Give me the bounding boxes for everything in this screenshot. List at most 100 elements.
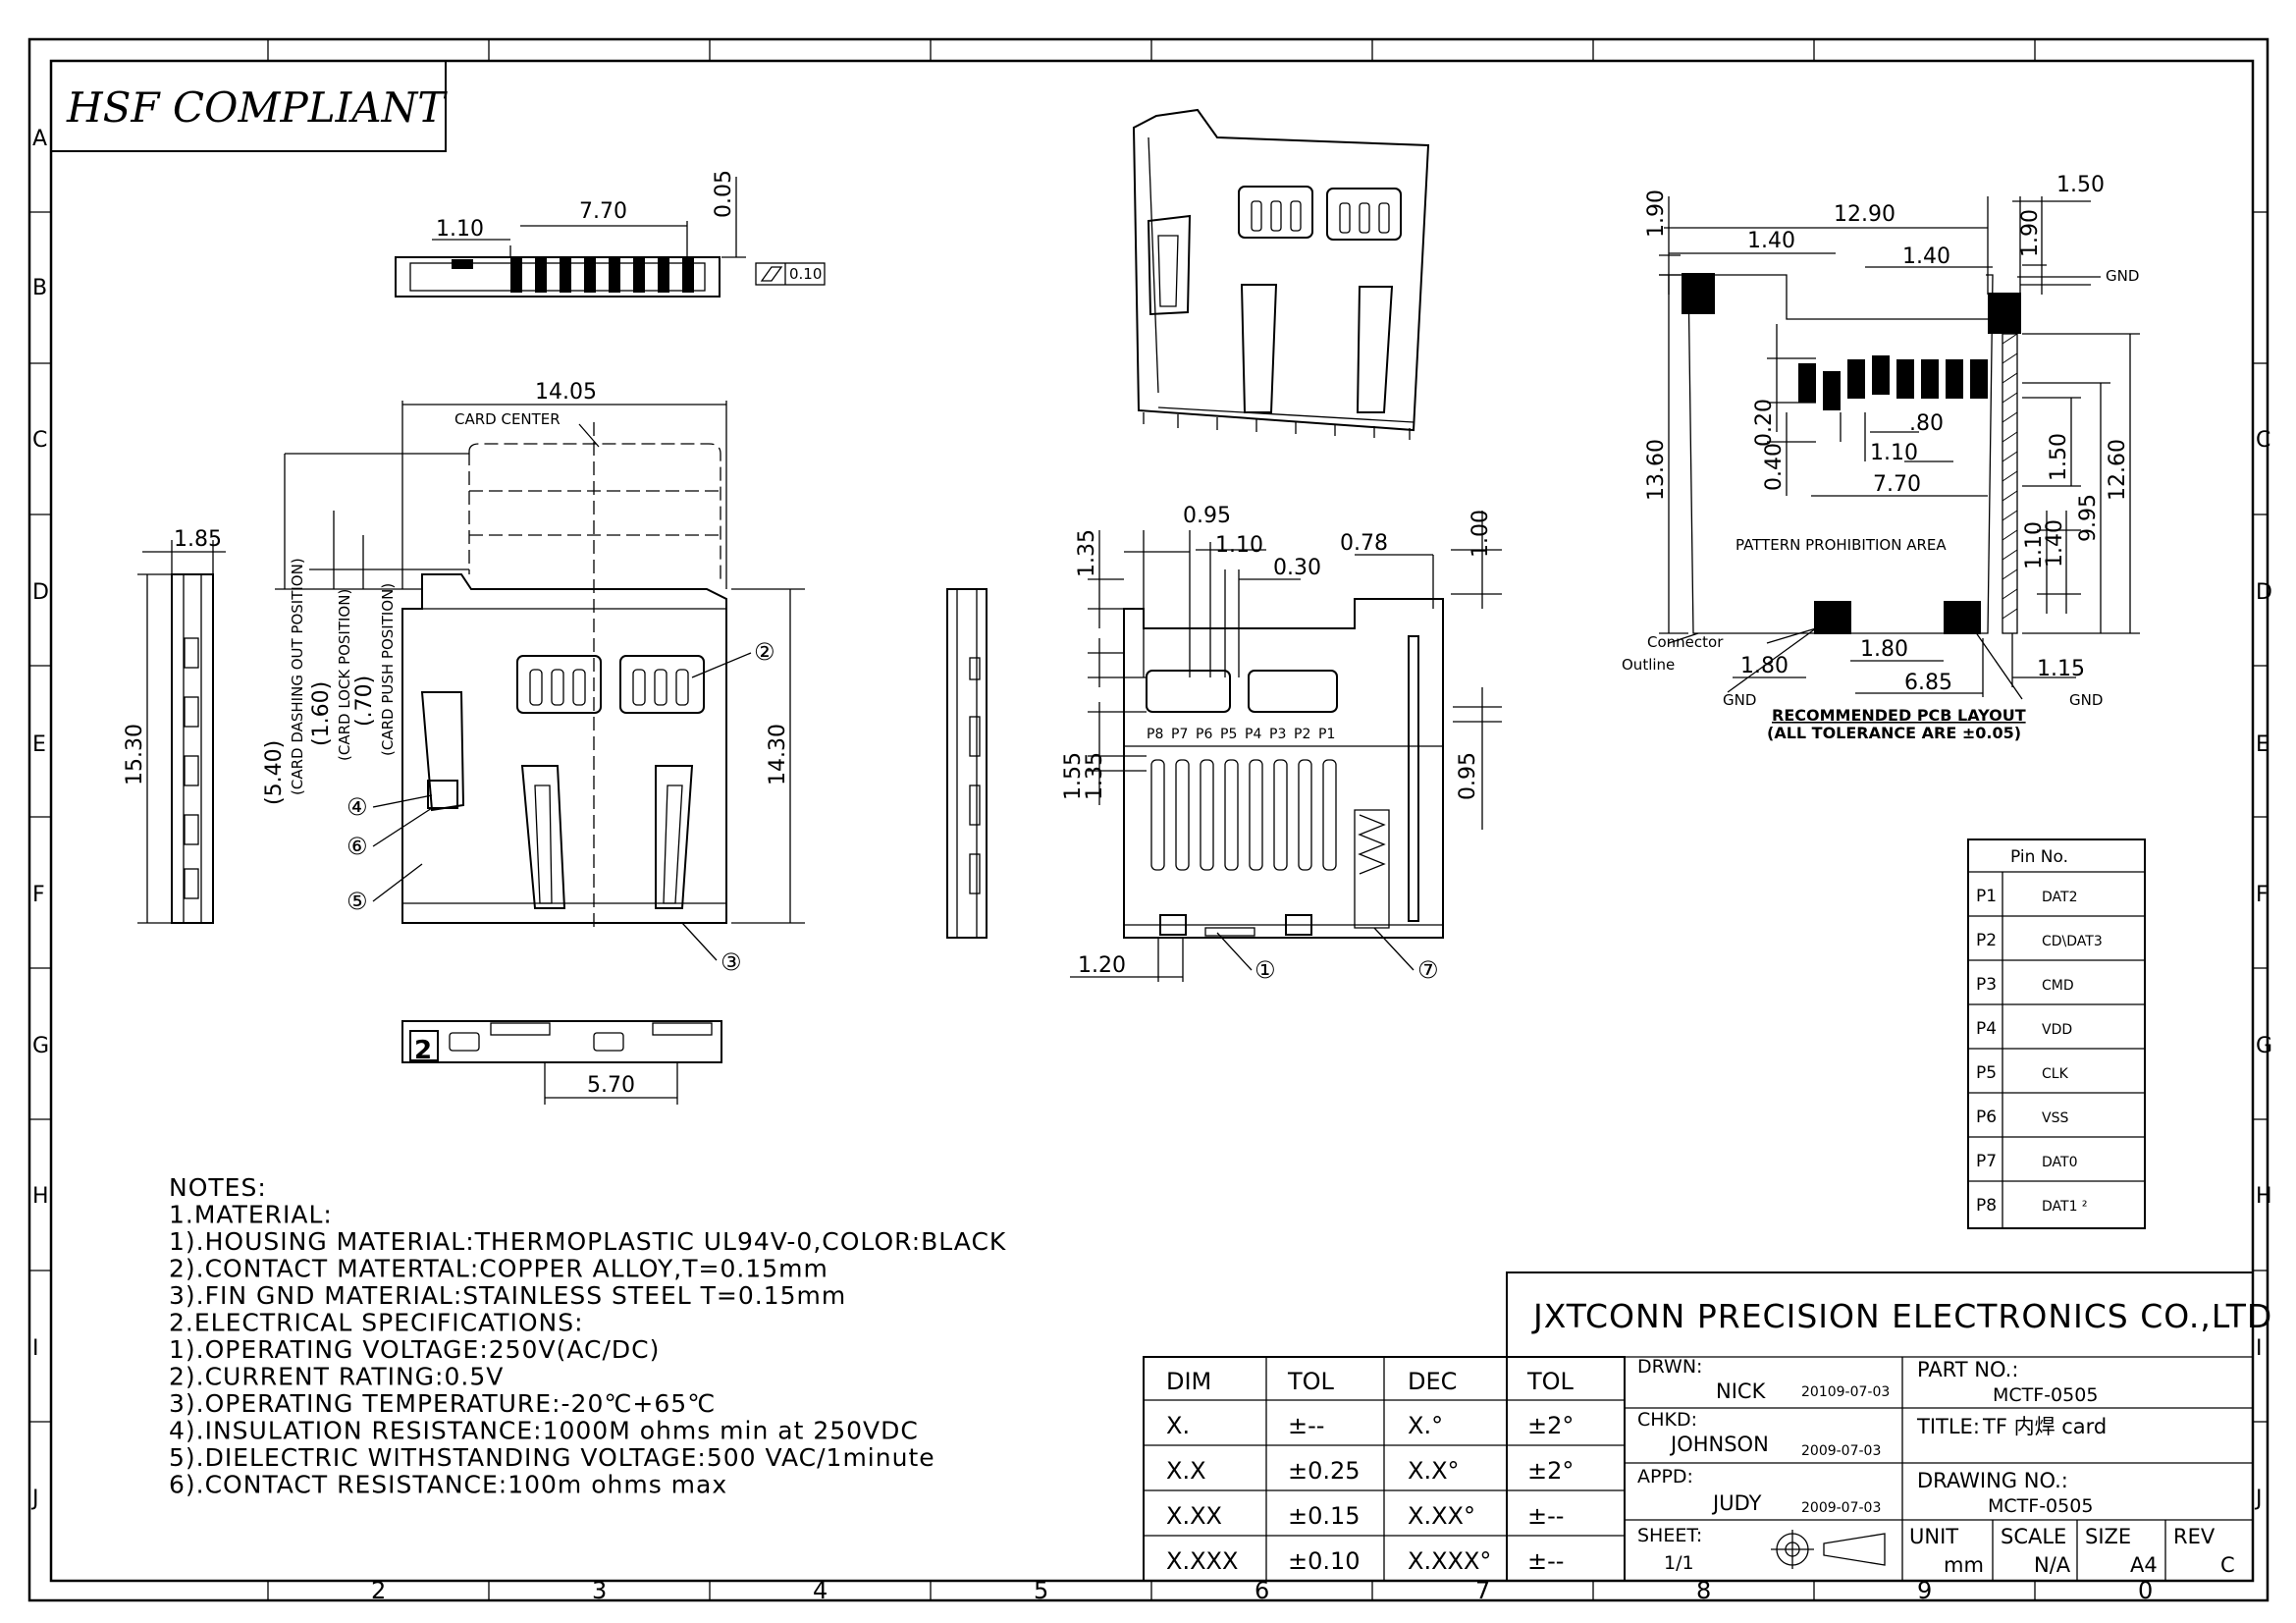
row-g-right: G — [2256, 1034, 2272, 1058]
pin-number: P1 — [1976, 887, 1997, 906]
pcb-dim-1-80b: 1.80 — [1860, 637, 1908, 662]
title-block: JXTCONN PRECISION ELECTRONICS CO.,LTD DR… — [1506, 1271, 2272, 1582]
notes: NOTES:1.MATERIAL:1).HOUSING MATERIAL:THE… — [169, 1173, 1006, 1499]
pcb-layout: 1.90 12.90 1.50 1.40 1.40 1.90 GND 13.60… — [1622, 173, 2140, 742]
pin-number: P3 — [1976, 975, 1997, 995]
row-d: D — [32, 580, 49, 605]
title-label: TITLE: — [1916, 1415, 1980, 1438]
pin-number: P2 — [1976, 931, 1997, 950]
row-b: B — [32, 276, 47, 300]
dim-7-70: 7.70 — [579, 199, 627, 224]
note-line: NOTES: — [169, 1173, 267, 1202]
appd-date: 2009-07-03 — [1801, 1500, 1881, 1516]
note-line: 3).OPERATING TEMPERATURE:-20℃+65℃ — [169, 1389, 716, 1418]
pin-function: CD\DAT3 — [2042, 934, 2103, 949]
dim-14-05: 14.05 — [535, 380, 597, 405]
pin-function: DAT1 ² — [2042, 1199, 2088, 1215]
pcb-dim-1-50a: 1.50 — [2056, 173, 2105, 197]
rev-value: C — [2220, 1553, 2235, 1577]
scale-label: SCALE — [2001, 1525, 2066, 1548]
pin-number: P8 — [1976, 1196, 1997, 1216]
tol-cell: ±0.25 — [1288, 1457, 1361, 1485]
pin-label-p5: P5 — [1220, 727, 1237, 742]
callout-3: ③ — [721, 948, 742, 976]
pcb-dim-1-80a: 1.80 — [1740, 654, 1789, 678]
pcb-dim-1-15: 1.15 — [2037, 657, 2085, 681]
bv-dim-1-00: 1.00 — [1468, 510, 1493, 558]
tol-cell: ±2° — [1527, 1457, 1574, 1485]
pcb-tolerance-note: (ALL TOLERANCE ARE ±0.05) — [1767, 724, 2021, 742]
tol-header: DEC — [1408, 1368, 1457, 1395]
bv-dim-1-35b: 1.35 — [1083, 752, 1107, 800]
left-side-view: 1.85 15.30 — [123, 527, 226, 924]
pcb-gnd-top: GND — [2106, 267, 2139, 285]
tol-cell: ±2° — [1527, 1412, 1574, 1439]
dim-lock: (1.60) — [309, 681, 334, 746]
row-j-right: J — [2254, 1487, 2263, 1511]
bottom-contact-view: P8 P7 P6 P5 P4 P3 P2 P1 ① ⑦ — [1061, 504, 1502, 984]
row-c: C — [32, 428, 47, 453]
pcb-dim-1-90b: 1.90 — [2018, 209, 2043, 257]
tol-cell: ±-- — [1527, 1502, 1564, 1530]
label-dash-out: (CARD DASHING OUT POSITION) — [289, 558, 306, 795]
callout-6: ⑥ — [347, 833, 368, 860]
note-line: 1).OPERATING VOLTAGE:250V(AC/DC) — [169, 1335, 660, 1364]
dim-14-30: 14.30 — [766, 724, 790, 785]
pcb-gnd-right: GND — [2069, 691, 2103, 709]
pcb-dim-1-40c: 1.40 — [2043, 519, 2067, 568]
row-e: E — [32, 732, 46, 757]
drwn-label: DRWN: — [1637, 1356, 1702, 1378]
tol-cell: ±-- — [1288, 1412, 1324, 1439]
label-push: (CARD PUSH POSITION) — [379, 583, 397, 756]
bv-dim-0-95b: 0.95 — [1456, 752, 1480, 800]
note-line: 2.ELECTRICAL SPECIFICATIONS: — [169, 1309, 584, 1337]
col-3: 3 — [592, 1577, 607, 1604]
isometric-view — [1132, 108, 1430, 440]
col-0: 0 — [2138, 1577, 2153, 1604]
note-line: 1.MATERIAL: — [169, 1201, 333, 1229]
part-no-value: MCTF-0505 — [1993, 1384, 2098, 1406]
bv-dim-0-95: 0.95 — [1183, 504, 1231, 528]
dim-1-85: 1.85 — [174, 527, 222, 552]
note-line: 1).HOUSING MATERIAL:THERMOPLASTIC UL94V-… — [169, 1227, 1006, 1256]
edge-view: 2 5.70 — [401, 1020, 722, 1105]
col-8: 8 — [1696, 1577, 1711, 1604]
drawing-no-value: MCTF-0505 — [1988, 1495, 2093, 1517]
chkd-label: CHKD: — [1637, 1409, 1697, 1431]
front-view: ② ④ ⑥ ⑤ ③ 14.05 CARD CENTER 14.30 (5.40)… — [262, 380, 805, 976]
callout-7: ⑦ — [1417, 956, 1439, 984]
drwn-date: 20109-07-03 — [1801, 1384, 1890, 1400]
label-lock: (CARD LOCK POSITION) — [336, 589, 353, 761]
tol-header: TOL — [1287, 1368, 1335, 1395]
tol-header: DIM — [1166, 1368, 1211, 1395]
right-side-view — [946, 588, 988, 939]
row-g: G — [32, 1034, 49, 1058]
note-line: 2).CONTACT MATERTAL:COPPER ALLOY,T=0.15m… — [169, 1255, 828, 1283]
sheet-value: 1/1 — [1664, 1552, 1694, 1574]
company-name: JXTCONN PRECISION ELECTRONICS CO.,LTD — [1531, 1297, 2272, 1335]
unit-value: mm — [1944, 1553, 1984, 1577]
bv-dim-1-20: 1.20 — [1078, 953, 1126, 978]
pcb-dim-1-50b: 1.50 — [2047, 433, 2071, 481]
tol-cell: X.X° — [1408, 1457, 1460, 1485]
unit-label: UNIT — [1909, 1525, 1958, 1548]
pin-number: P5 — [1976, 1063, 1997, 1083]
note-line: 5).DIELECTRIC WITHSTANDING VOLTAGE:500 V… — [169, 1443, 935, 1472]
tol-cell: ±-- — [1527, 1547, 1564, 1575]
dim-1-10: 1.10 — [436, 217, 484, 242]
dim-5-70: 5.70 — [587, 1073, 635, 1098]
row-i: I — [32, 1336, 39, 1361]
pin-label-p6: P6 — [1196, 727, 1212, 742]
pcb-dim-9-95: 9.95 — [2076, 494, 2101, 542]
col-9: 9 — [1917, 1577, 1932, 1604]
pcb-dim-7-70: 7.70 — [1873, 472, 1921, 497]
bv-dim-1-55: 1.55 — [1061, 752, 1086, 800]
pcb-dim-1-40a: 1.40 — [1747, 229, 1795, 253]
drwn-name: NICK — [1716, 1380, 1767, 1403]
pin-label-p3: P3 — [1269, 727, 1286, 742]
chkd-name: JOHNSON — [1669, 1433, 1769, 1456]
pcb-dim-0-40: 0.40 — [1762, 443, 1787, 491]
tol-cell: X.XX — [1166, 1502, 1222, 1530]
